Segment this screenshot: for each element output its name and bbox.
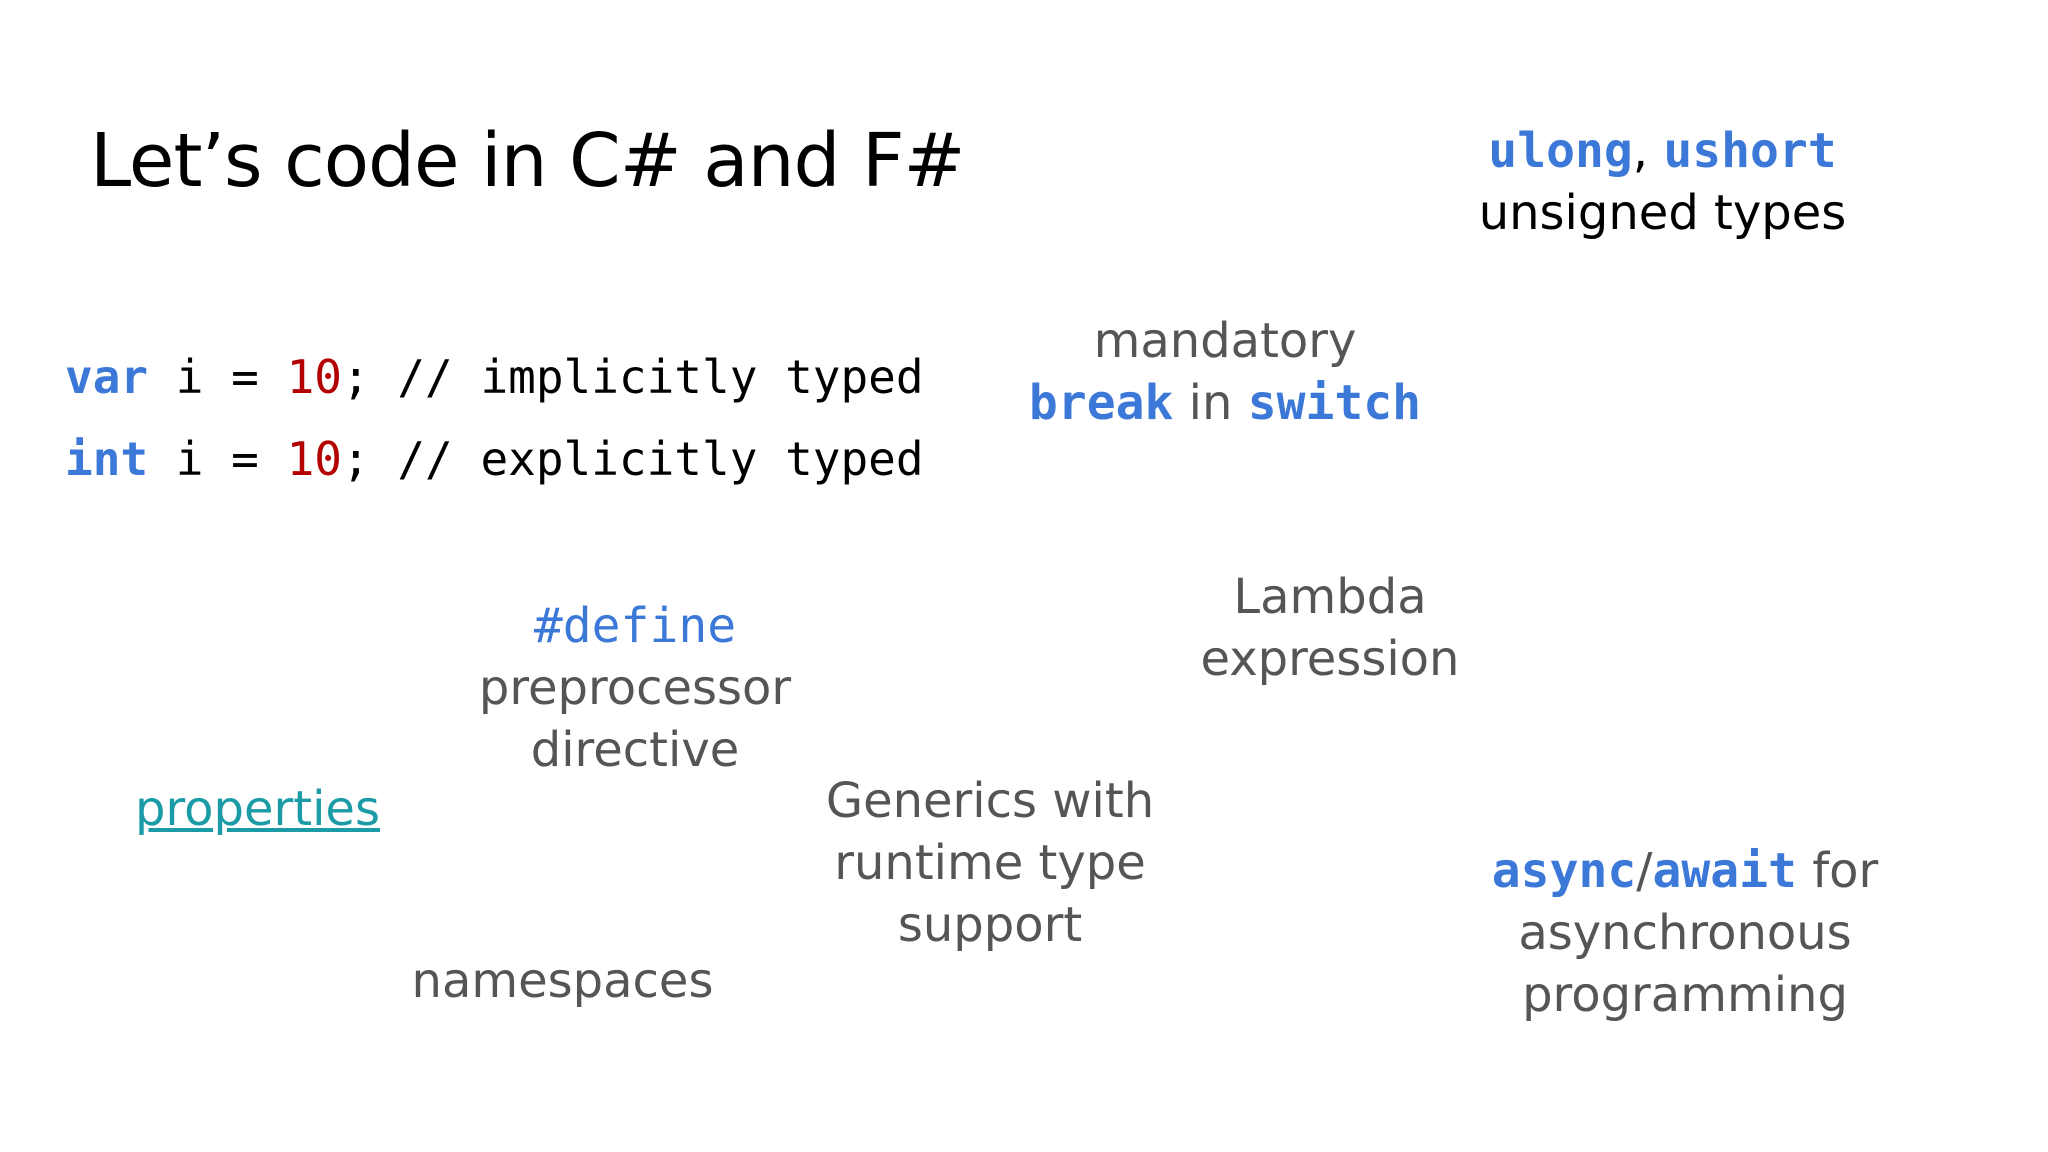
define-line3: directive xyxy=(530,722,740,778)
keyword-ushort: ushort xyxy=(1663,123,1837,179)
unsigned-label: unsigned types xyxy=(1478,185,1847,241)
code-text: i = xyxy=(148,432,287,486)
define-directive-block: #define preprocessor directive xyxy=(455,595,815,781)
generics-line3: support xyxy=(897,897,1083,953)
generics-line1: Generics with xyxy=(825,773,1155,829)
namespaces-block: namespaces xyxy=(411,953,714,1009)
lambda-line2: expression xyxy=(1200,631,1460,687)
for-text: for xyxy=(1796,843,1879,899)
properties-link[interactable]: properties xyxy=(135,781,380,837)
mandatory-label: mandatory xyxy=(1093,313,1357,369)
keyword-define: #define xyxy=(533,598,737,654)
async-line3: programming xyxy=(1522,967,1848,1023)
slash: / xyxy=(1636,843,1653,899)
code-comment: ; // explicitly typed xyxy=(341,432,924,486)
slide-title: Let’s code in C# and F# xyxy=(90,118,966,204)
break-switch-line: break in switch xyxy=(1010,372,1440,434)
code-keyword: var xyxy=(65,350,149,404)
keyword-switch: switch xyxy=(1247,375,1422,431)
lambda-line1: Lambda xyxy=(1233,569,1427,625)
code-text: i = xyxy=(148,350,287,404)
async-await-line: async/await for xyxy=(1470,840,1900,902)
code-number: 10 xyxy=(286,350,342,404)
code-line-implicit: var i = 10; // implicitly typed xyxy=(65,350,924,404)
keyword-break: break xyxy=(1028,375,1174,431)
unsigned-types-block: ulong, ushort unsigned types xyxy=(1450,120,1875,244)
keyword-ulong: ulong xyxy=(1488,123,1633,179)
in-text: in xyxy=(1173,375,1248,431)
separator: , xyxy=(1632,123,1664,179)
code-line-explicit: int i = 10; // explicitly typed xyxy=(65,432,924,486)
unsigned-keywords: ulong, ushort xyxy=(1450,120,1875,182)
code-comment: ; // implicitly typed xyxy=(341,350,924,404)
lambda-block: Lambda expression xyxy=(1180,566,1480,690)
generics-block: Generics with runtime type support xyxy=(810,770,1170,956)
keyword-async: async xyxy=(1491,843,1637,899)
async-line2: asynchronous xyxy=(1518,905,1852,961)
code-keyword: int xyxy=(65,432,149,486)
code-number: 10 xyxy=(286,432,342,486)
keyword-await: await xyxy=(1652,843,1797,899)
mandatory-break-block: mandatory break in switch xyxy=(1010,310,1440,434)
properties-block: properties xyxy=(135,778,405,840)
define-line2: preprocessor xyxy=(478,660,792,716)
async-await-block: async/await for asynchronous programming xyxy=(1470,840,1900,1026)
generics-line2: runtime type xyxy=(834,835,1146,891)
